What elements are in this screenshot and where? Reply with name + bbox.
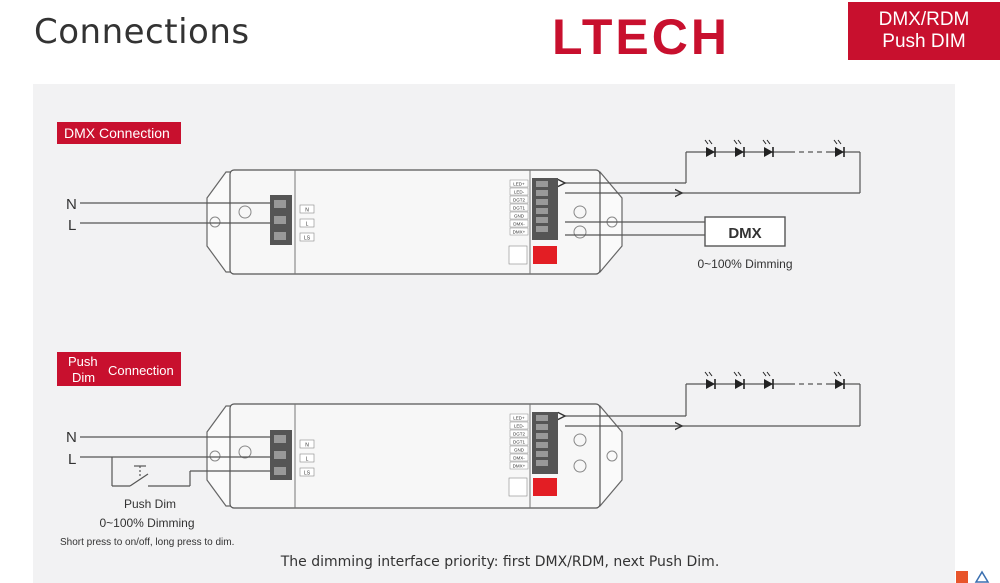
- dmx-l-label: L: [68, 217, 76, 234]
- push-dim-label: Push Dim: [124, 497, 176, 511]
- led-3: [762, 139, 774, 158]
- term2-out-6: DMX+: [513, 464, 526, 469]
- controller-push: N L LS LED+ LED- DGT2 DGT1 GND DMX- DMX+: [206, 403, 623, 509]
- push-dimming-label: 0~100% Dimming: [99, 516, 194, 530]
- dmx-box-label: DMX: [728, 225, 761, 242]
- term-out-4: GND: [514, 214, 525, 219]
- dmx-dimming-label: 0~100% Dimming: [697, 257, 792, 271]
- term-out-1: LED-: [514, 190, 525, 195]
- term-in-n: N: [305, 208, 309, 214]
- term2-in-l: L: [306, 457, 309, 463]
- dmx-n-label: N: [66, 196, 77, 213]
- dmx-connection-label: DMX Connection: [64, 125, 170, 141]
- term-out-2: DGT2: [513, 198, 525, 203]
- term2-out-1: LED-: [514, 424, 525, 429]
- page-title: Connections: [34, 12, 250, 52]
- corner-mark-icon: [956, 570, 990, 583]
- priority-note: The dimming interface priority: first DM…: [280, 554, 720, 570]
- term2-out-2: DGT2: [513, 432, 525, 437]
- push-n-label: N: [66, 429, 77, 446]
- led-4: [833, 139, 845, 158]
- push-note: Short press to on/off, long press to dim…: [60, 537, 234, 548]
- product-badge: DMX/RDM Push DIM: [848, 2, 1000, 60]
- push-label-rest: Connection: [108, 363, 174, 378]
- term-in-l: L: [306, 222, 309, 228]
- dmx-box: [704, 216, 786, 247]
- term2-in-n: N: [305, 443, 309, 449]
- push-l-label: L: [68, 451, 76, 468]
- push-label-line1: Push: [68, 354, 98, 369]
- push-label-line2: Dim: [72, 370, 95, 385]
- push-switch: [111, 457, 274, 487]
- led2-4: [833, 371, 845, 390]
- term2-out-5: DMX-: [513, 456, 525, 461]
- dmx-connection-label-bg: [57, 122, 181, 144]
- led-2: [733, 139, 745, 158]
- led2-3: [762, 371, 774, 390]
- term-out-5: DMX-: [513, 222, 525, 227]
- term-out-3: DGT1: [513, 206, 525, 211]
- term-in-ls: LS: [304, 236, 311, 242]
- term-out-0: LED+: [513, 182, 525, 187]
- controller-dmx: N L LS LED+ LED- DGT2 DGT1 GND DMX- DMX+: [206, 169, 623, 275]
- term2-out-0: LED+: [513, 416, 525, 421]
- badge-line-1: DMX/RDM: [878, 9, 970, 30]
- led2-2: [733, 371, 745, 390]
- term2-out-4: GND: [514, 448, 525, 453]
- led-1: [704, 139, 716, 158]
- term2-in-ls: LS: [304, 471, 311, 477]
- led2-1: [704, 371, 716, 390]
- badge-line-2: Push DIM: [882, 31, 966, 52]
- push-connection-label-bg: [57, 352, 181, 386]
- term2-out-3: DGT1: [513, 440, 525, 445]
- ltech-logo: LTECH: [552, 10, 730, 60]
- term-out-6: DMX+: [513, 230, 526, 235]
- brand-text: LTECH: [552, 10, 730, 60]
